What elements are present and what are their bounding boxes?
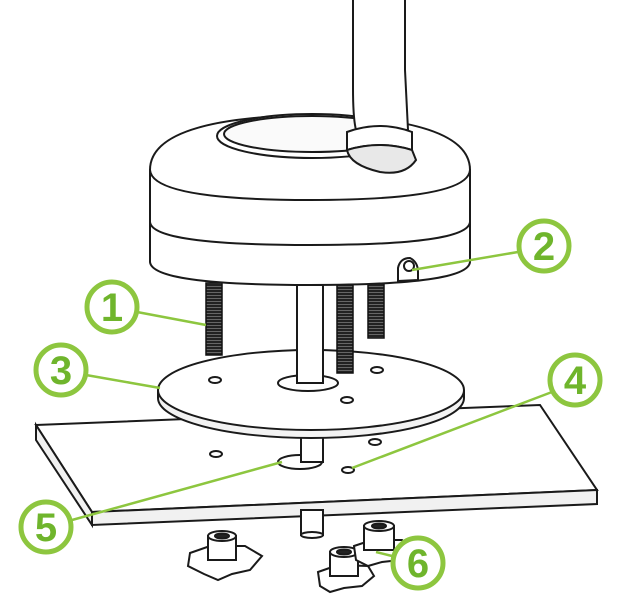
leader-2	[411, 250, 519, 272]
callout-2-label: 2	[533, 225, 555, 269]
bolt-center	[336, 282, 354, 374]
callout-2: 2	[516, 218, 572, 274]
mounting-pole	[345, 0, 418, 174]
leader-6	[375, 550, 393, 558]
callout-leaders	[71, 250, 553, 558]
callout-5: 5	[18, 499, 74, 555]
sensor-housing	[148, 113, 472, 287]
pole-upper-shaft	[296, 284, 324, 384]
callout-6: 6	[390, 535, 446, 591]
callout-1: 1	[84, 279, 140, 335]
callout-3: 3	[33, 342, 89, 398]
callout-5-label: 5	[35, 506, 57, 550]
leader-4	[351, 390, 553, 470]
leader-3	[85, 373, 161, 390]
bolt-right	[367, 282, 385, 339]
star-knob-nut-left	[186, 530, 264, 582]
callout-4: 4	[547, 352, 603, 408]
leader-1	[136, 310, 207, 327]
callout-3-label: 3	[50, 349, 72, 393]
callout-1-label: 1	[101, 286, 123, 330]
pole-lower	[300, 509, 324, 539]
bolt-left	[205, 282, 223, 356]
callout-6-label: 6	[407, 542, 429, 586]
star-knob-nut-middle	[316, 546, 376, 594]
leader-5	[71, 460, 283, 522]
callout-4-label: 4	[564, 359, 587, 403]
